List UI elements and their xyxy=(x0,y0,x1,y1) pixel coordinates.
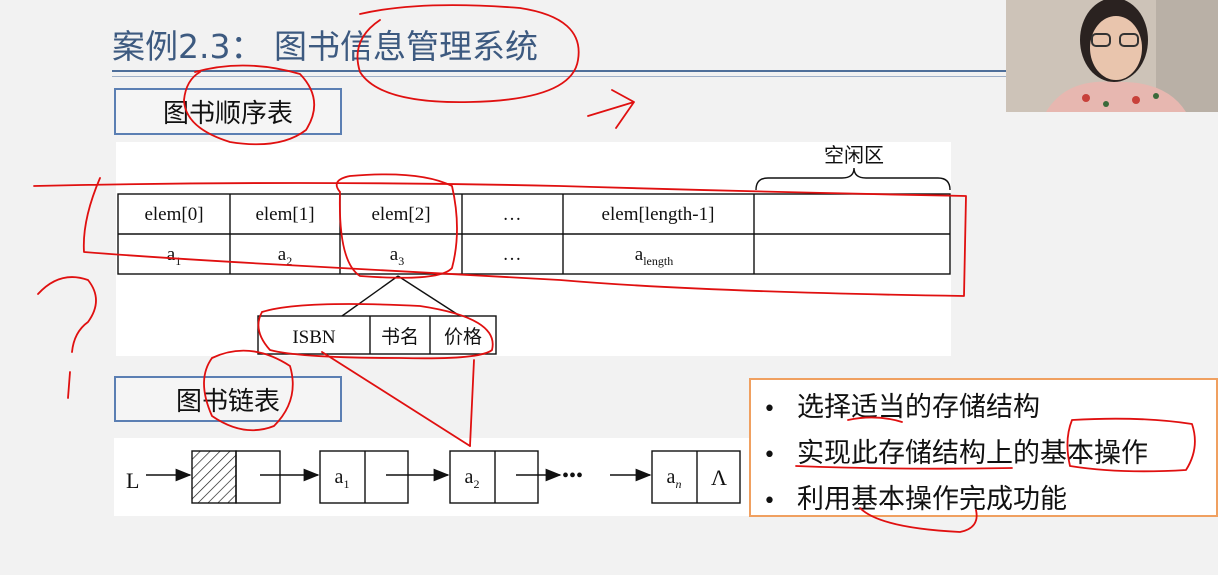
key-point-item: 选择适当的存储结构 xyxy=(763,386,1216,432)
key-point-item: 实现此存储结构上的基本操作 xyxy=(763,432,1216,478)
linked-list-label: 图书链表 xyxy=(114,376,342,422)
free-area-label: 空闲区 xyxy=(824,144,884,167)
sequential-table-diagram: 空闲区 elem[0] elem[1] elem[2] … elem[lengt… xyxy=(116,142,951,356)
value-cell: a2 xyxy=(278,244,292,268)
header-cell: elem[2] xyxy=(371,204,430,225)
record-field: ISBN xyxy=(292,327,336,348)
header-cell: … xyxy=(503,204,522,225)
value-cell: a3 xyxy=(390,244,404,268)
record-field: 书名 xyxy=(381,326,419,348)
array-grid xyxy=(117,193,951,275)
linked-list-diagram: L a1 a2 ••• an Λ xyxy=(114,438,749,516)
slide-title: 案例2.3： 图书信息管理系统 xyxy=(112,27,538,66)
value-cell: … xyxy=(503,244,522,265)
value-cell: a1 xyxy=(167,244,181,268)
header-cell: elem[1] xyxy=(255,204,314,225)
free-area-brace xyxy=(755,167,951,191)
record-field: 价格 xyxy=(444,326,482,348)
value-cell: alength xyxy=(635,244,673,268)
node-value: an xyxy=(667,466,682,491)
key-point-item: 利用基本操作完成功能 xyxy=(763,478,1216,524)
key-points-box: 选择适当的存储结构 实现此存储结构上的基本操作 利用基本操作完成功能 xyxy=(749,378,1218,517)
head-node xyxy=(191,450,281,504)
header-cell: elem[length-1] xyxy=(602,204,715,225)
record-expansion-lines xyxy=(341,275,461,317)
node-value: a2 xyxy=(465,466,480,491)
sequential-table-label: 图书顺序表 xyxy=(114,88,342,135)
presenter-webcam xyxy=(1006,0,1218,112)
ellipsis-dots: ••• xyxy=(562,465,583,487)
header-cell: elem[0] xyxy=(144,204,203,225)
node-value: a1 xyxy=(335,466,350,491)
title-underline xyxy=(112,70,1007,72)
list-node xyxy=(449,450,539,504)
title-underline-thin xyxy=(112,76,1218,77)
null-pointer-symbol: Λ xyxy=(711,465,727,490)
list-node xyxy=(651,450,741,504)
head-pointer-label: L xyxy=(126,468,139,493)
list-node xyxy=(319,450,409,504)
